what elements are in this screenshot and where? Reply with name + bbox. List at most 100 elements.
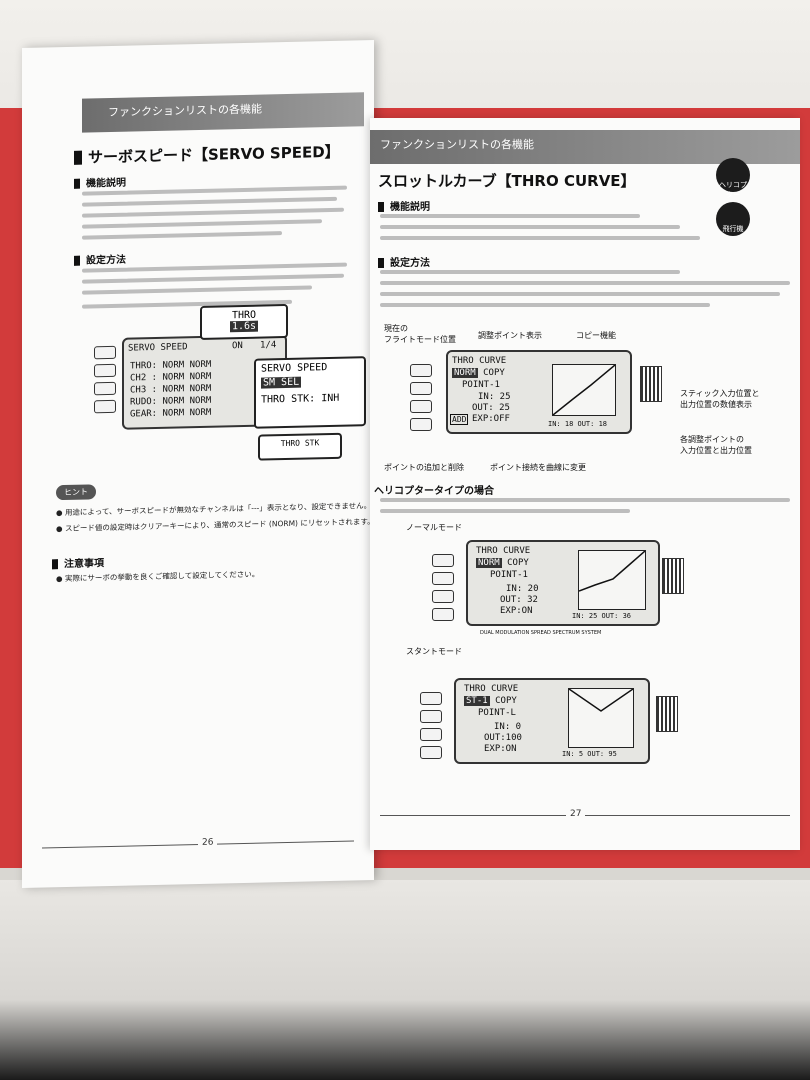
lcd-row: THRO: NORM NORM bbox=[130, 359, 212, 372]
curve-graph bbox=[578, 550, 646, 610]
lcd-mode-wrap: NORM COPY bbox=[476, 558, 529, 568]
left-page-number: 26 bbox=[198, 837, 218, 848]
lcd-copy: COPY bbox=[507, 558, 529, 568]
lcd-title: THRO CURVE bbox=[464, 684, 519, 694]
text-line bbox=[380, 303, 710, 307]
callout-mode: SM SEL bbox=[261, 376, 302, 389]
left-section-function-text: 機能説明 bbox=[86, 177, 126, 190]
lcd-copy: COPY bbox=[483, 368, 505, 378]
lcd-mode-wrap: NORM COPY bbox=[452, 368, 505, 378]
lcd-point: POINT-1 bbox=[490, 570, 528, 580]
lcd-exp: EXP:ON bbox=[500, 606, 533, 616]
text-line bbox=[380, 270, 680, 274]
lcd-bottom: IN: 18 OUT: 18 bbox=[548, 420, 608, 428]
airplane-label: 飛行機 bbox=[722, 225, 744, 233]
thro-callout-value-wrap: 1.6s bbox=[207, 320, 281, 333]
text-line bbox=[380, 498, 790, 502]
notes-bullet: ● 実際にサーボの挙動を良くご確認して設定してください。 bbox=[56, 569, 260, 584]
speaker-grille bbox=[640, 366, 662, 402]
label-stick-pos: スティック入力位置と 出力位置の数値表示 bbox=[680, 389, 760, 409]
right-page-title: スロットルカーブ【THRO CURVE】 bbox=[378, 172, 636, 190]
lcd-point: POINT-1 bbox=[462, 380, 500, 390]
thro-stk-label: THRO STK bbox=[280, 438, 320, 449]
left-title-text: サーボスピード【SERVO SPEED】 bbox=[88, 142, 340, 167]
curve-graph bbox=[568, 688, 634, 748]
left-section-notes: 注意事項 bbox=[52, 554, 104, 570]
lcd-in: IN: 25 bbox=[478, 392, 511, 402]
hint-bullet: ● 用途によって、サーボスピードが無効なチャンネルは「---」表示となり、設定で… bbox=[56, 501, 372, 518]
stunt-mode-label: スタントモード bbox=[406, 647, 462, 656]
thro-stk-callout: THRO STK bbox=[258, 432, 342, 461]
transmitter-buttons bbox=[410, 364, 432, 436]
left-page-title: サーボスピード【SERVO SPEED】 bbox=[74, 141, 340, 168]
lcd-out: OUT:100 bbox=[484, 733, 522, 743]
label-copy-func: コピー機能 bbox=[576, 331, 616, 340]
label-adjust-point: 調整ポイント表示 bbox=[478, 331, 542, 340]
text-line bbox=[380, 509, 630, 513]
lcd-on: ON bbox=[232, 340, 243, 352]
footer-strip: DUAL MODULATION SPREAD SPECTRUM SYSTEM bbox=[480, 630, 602, 636]
lcd-title: THRO CURVE bbox=[452, 356, 507, 366]
lcd-row: CH3 : NORM NORM bbox=[130, 383, 212, 396]
thro-callout-value: 1.6s bbox=[229, 320, 259, 333]
lcd-page: 1/4 bbox=[260, 340, 277, 351]
left-page: ファンクションリストの各機能 サーボスピード【SERVO SPEED】 機能説明… bbox=[22, 40, 374, 888]
curve-line bbox=[578, 550, 646, 592]
lcd-point: POINT-L bbox=[478, 708, 516, 718]
airplane-icon: 飛行機 bbox=[716, 202, 750, 236]
helicopter-label: ヘリコプター bbox=[719, 181, 747, 199]
normal-mode-lcd: THRO CURVE NORM COPY POINT-1 IN: 20 OUT:… bbox=[466, 540, 660, 626]
curve-line bbox=[552, 364, 616, 416]
text-line bbox=[380, 214, 640, 218]
text-line bbox=[82, 285, 312, 295]
notes-bullet-text: 実際にサーボの挙動を良くご確認して設定してください。 bbox=[64, 569, 260, 584]
lcd-row: RUDO: NORM NORM bbox=[130, 395, 212, 408]
helicopter-icon: ヘリコプター bbox=[716, 158, 750, 199]
lcd-copy: COPY bbox=[495, 696, 517, 706]
lcd-title: SERVO SPEED bbox=[128, 342, 188, 354]
label-current-mode: 現在の フライトモード位置 bbox=[384, 324, 456, 344]
callout-stk-value: INH bbox=[321, 392, 340, 405]
lcd-mode: NORM bbox=[452, 368, 478, 378]
left-section-function: 機能説明 bbox=[74, 174, 126, 190]
thro-curve-lcd: THRO CURVE NORM COPY POINT-1 IN: 25 OUT:… bbox=[446, 350, 632, 434]
lcd-title: THRO CURVE bbox=[476, 546, 531, 556]
speaker-grille bbox=[662, 558, 684, 594]
callout-stk-row: THRO STK: INH bbox=[261, 392, 359, 406]
text-line bbox=[82, 219, 322, 229]
hint-bullet-text: スピード値の設定時はクリアーキーにより、通常のスピード (NORM) にリセット… bbox=[64, 516, 374, 534]
transmitter-buttons bbox=[420, 692, 442, 764]
left-header: ファンクションリストの各機能 bbox=[82, 92, 364, 133]
transmitter-buttons bbox=[432, 554, 454, 626]
paper-background bbox=[0, 880, 810, 1080]
text-line bbox=[82, 231, 282, 240]
left-section-setup-text: 設定方法 bbox=[86, 254, 126, 267]
lcd-out: OUT: 32 bbox=[500, 595, 538, 605]
speaker-grille bbox=[656, 696, 678, 732]
label-add-delete: ポイントの追加と削除 bbox=[384, 463, 464, 472]
text-line bbox=[380, 225, 680, 229]
heli-type-heading: ヘリコプタータイプの場合 bbox=[374, 486, 494, 497]
stunt-mode-lcd: THRO CURVE ST-1 COPY POINT-L IN: 0 OUT:1… bbox=[454, 678, 650, 764]
lcd-bottom: IN: 25 OUT: 36 bbox=[572, 612, 632, 620]
callout-title: SERVO SPEED bbox=[261, 362, 328, 375]
lcd-in: IN: 20 bbox=[506, 584, 539, 594]
text-line bbox=[82, 196, 337, 207]
left-section-setup: 設定方法 bbox=[74, 251, 126, 267]
hint-bullet: ● スピード値の設定時はクリアーキーにより、通常のスピード (NORM) にリセ… bbox=[56, 516, 374, 534]
text-line bbox=[82, 207, 344, 218]
lcd-row: GEAR: NORM NORM bbox=[130, 407, 212, 420]
left-section-notes-text: 注意事項 bbox=[64, 558, 104, 571]
lcd-mode-wrap: ST-1 COPY bbox=[464, 696, 517, 706]
curve-graph bbox=[552, 364, 616, 416]
lcd-exp: EXP:ON bbox=[484, 744, 517, 754]
lcd-bottom: IN: 5 OUT: 95 bbox=[562, 750, 617, 758]
callout-stk-label: THRO STK: bbox=[261, 393, 316, 406]
hint-bullet-text: 用途によって、サーボスピードが無効なチャンネルは「---」表示となり、設定できま… bbox=[64, 501, 372, 518]
lcd-add: ADD bbox=[450, 414, 469, 425]
thro-callout: THRO 1.6s bbox=[200, 303, 288, 340]
right-section-setup-text: 設定方法 bbox=[390, 258, 430, 269]
right-page: ファンクションリストの各機能 スロットルカーブ【THRO CURVE】 ヘリコプ… bbox=[370, 118, 800, 850]
curve-line bbox=[568, 688, 634, 712]
lcd-out: OUT: 25 bbox=[472, 403, 510, 413]
